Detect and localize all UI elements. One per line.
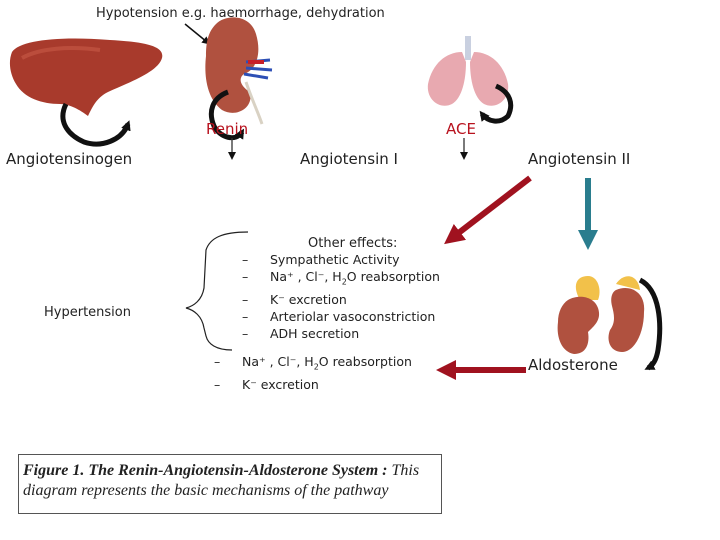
adrenal-curved-arrow	[638, 277, 663, 371]
list-item: –K⁻ excretion	[242, 291, 347, 307]
list-item: –Na⁺ , Cl⁻, H2O reabsorption	[214, 354, 412, 372]
list-item: –Sympathetic Activity	[242, 252, 400, 267]
lungs-curved-arrow	[479, 83, 514, 124]
kidney-curved-arrow	[208, 89, 245, 141]
angiotensin-2-label: Angiotensin II	[528, 150, 631, 168]
liver-curved-arrow	[60, 102, 131, 147]
caption-description: This diagram represents the basic mechan…	[23, 462, 420, 499]
hypertension-brace	[185, 231, 249, 351]
lungs-icon	[427, 36, 509, 106]
list-item: –Na⁺ , Cl⁻, H2O reabsorption	[242, 269, 440, 287]
trigger-pointer-arrow	[184, 23, 211, 45]
list-item: –K⁻ excretion	[214, 376, 319, 392]
red-diagonal-arrow	[444, 175, 532, 245]
kidney-icon	[205, 17, 273, 125]
adrenal-kidneys-icon	[557, 276, 645, 354]
aldosterone-effects-list: –Na⁺ , Cl⁻, H2O reabsorption –K⁻ excreti…	[214, 353, 412, 393]
angiotensinogen-label: Angiotensinogen	[6, 150, 133, 168]
figure-caption: Figure 1. The Renin-Angiotensin-Aldoster…	[18, 454, 442, 514]
caption-title: Figure 1. The Renin-Angiotensin-Aldoster…	[23, 462, 388, 479]
liver-icon	[9, 38, 163, 116]
hypotension-trigger-label: Hypotension e.g. haemorrhage, dehydratio…	[96, 6, 385, 21]
other-effects-list: –Sympathetic Activity –Na⁺ , Cl⁻, H2O re…	[242, 251, 440, 342]
list-item: –Arteriolar vasoconstriction	[242, 308, 436, 324]
renin-label: Renin	[206, 120, 249, 138]
other-effects-heading: Other effects:	[308, 236, 398, 251]
list-item: –ADH secretion	[242, 325, 360, 341]
ace-label: ACE	[446, 120, 476, 138]
hypertension-label: Hypertension	[44, 305, 131, 320]
angiotensin-1-label: Angiotensin I	[300, 150, 398, 168]
aldosterone-label: Aldosterone	[528, 356, 618, 374]
